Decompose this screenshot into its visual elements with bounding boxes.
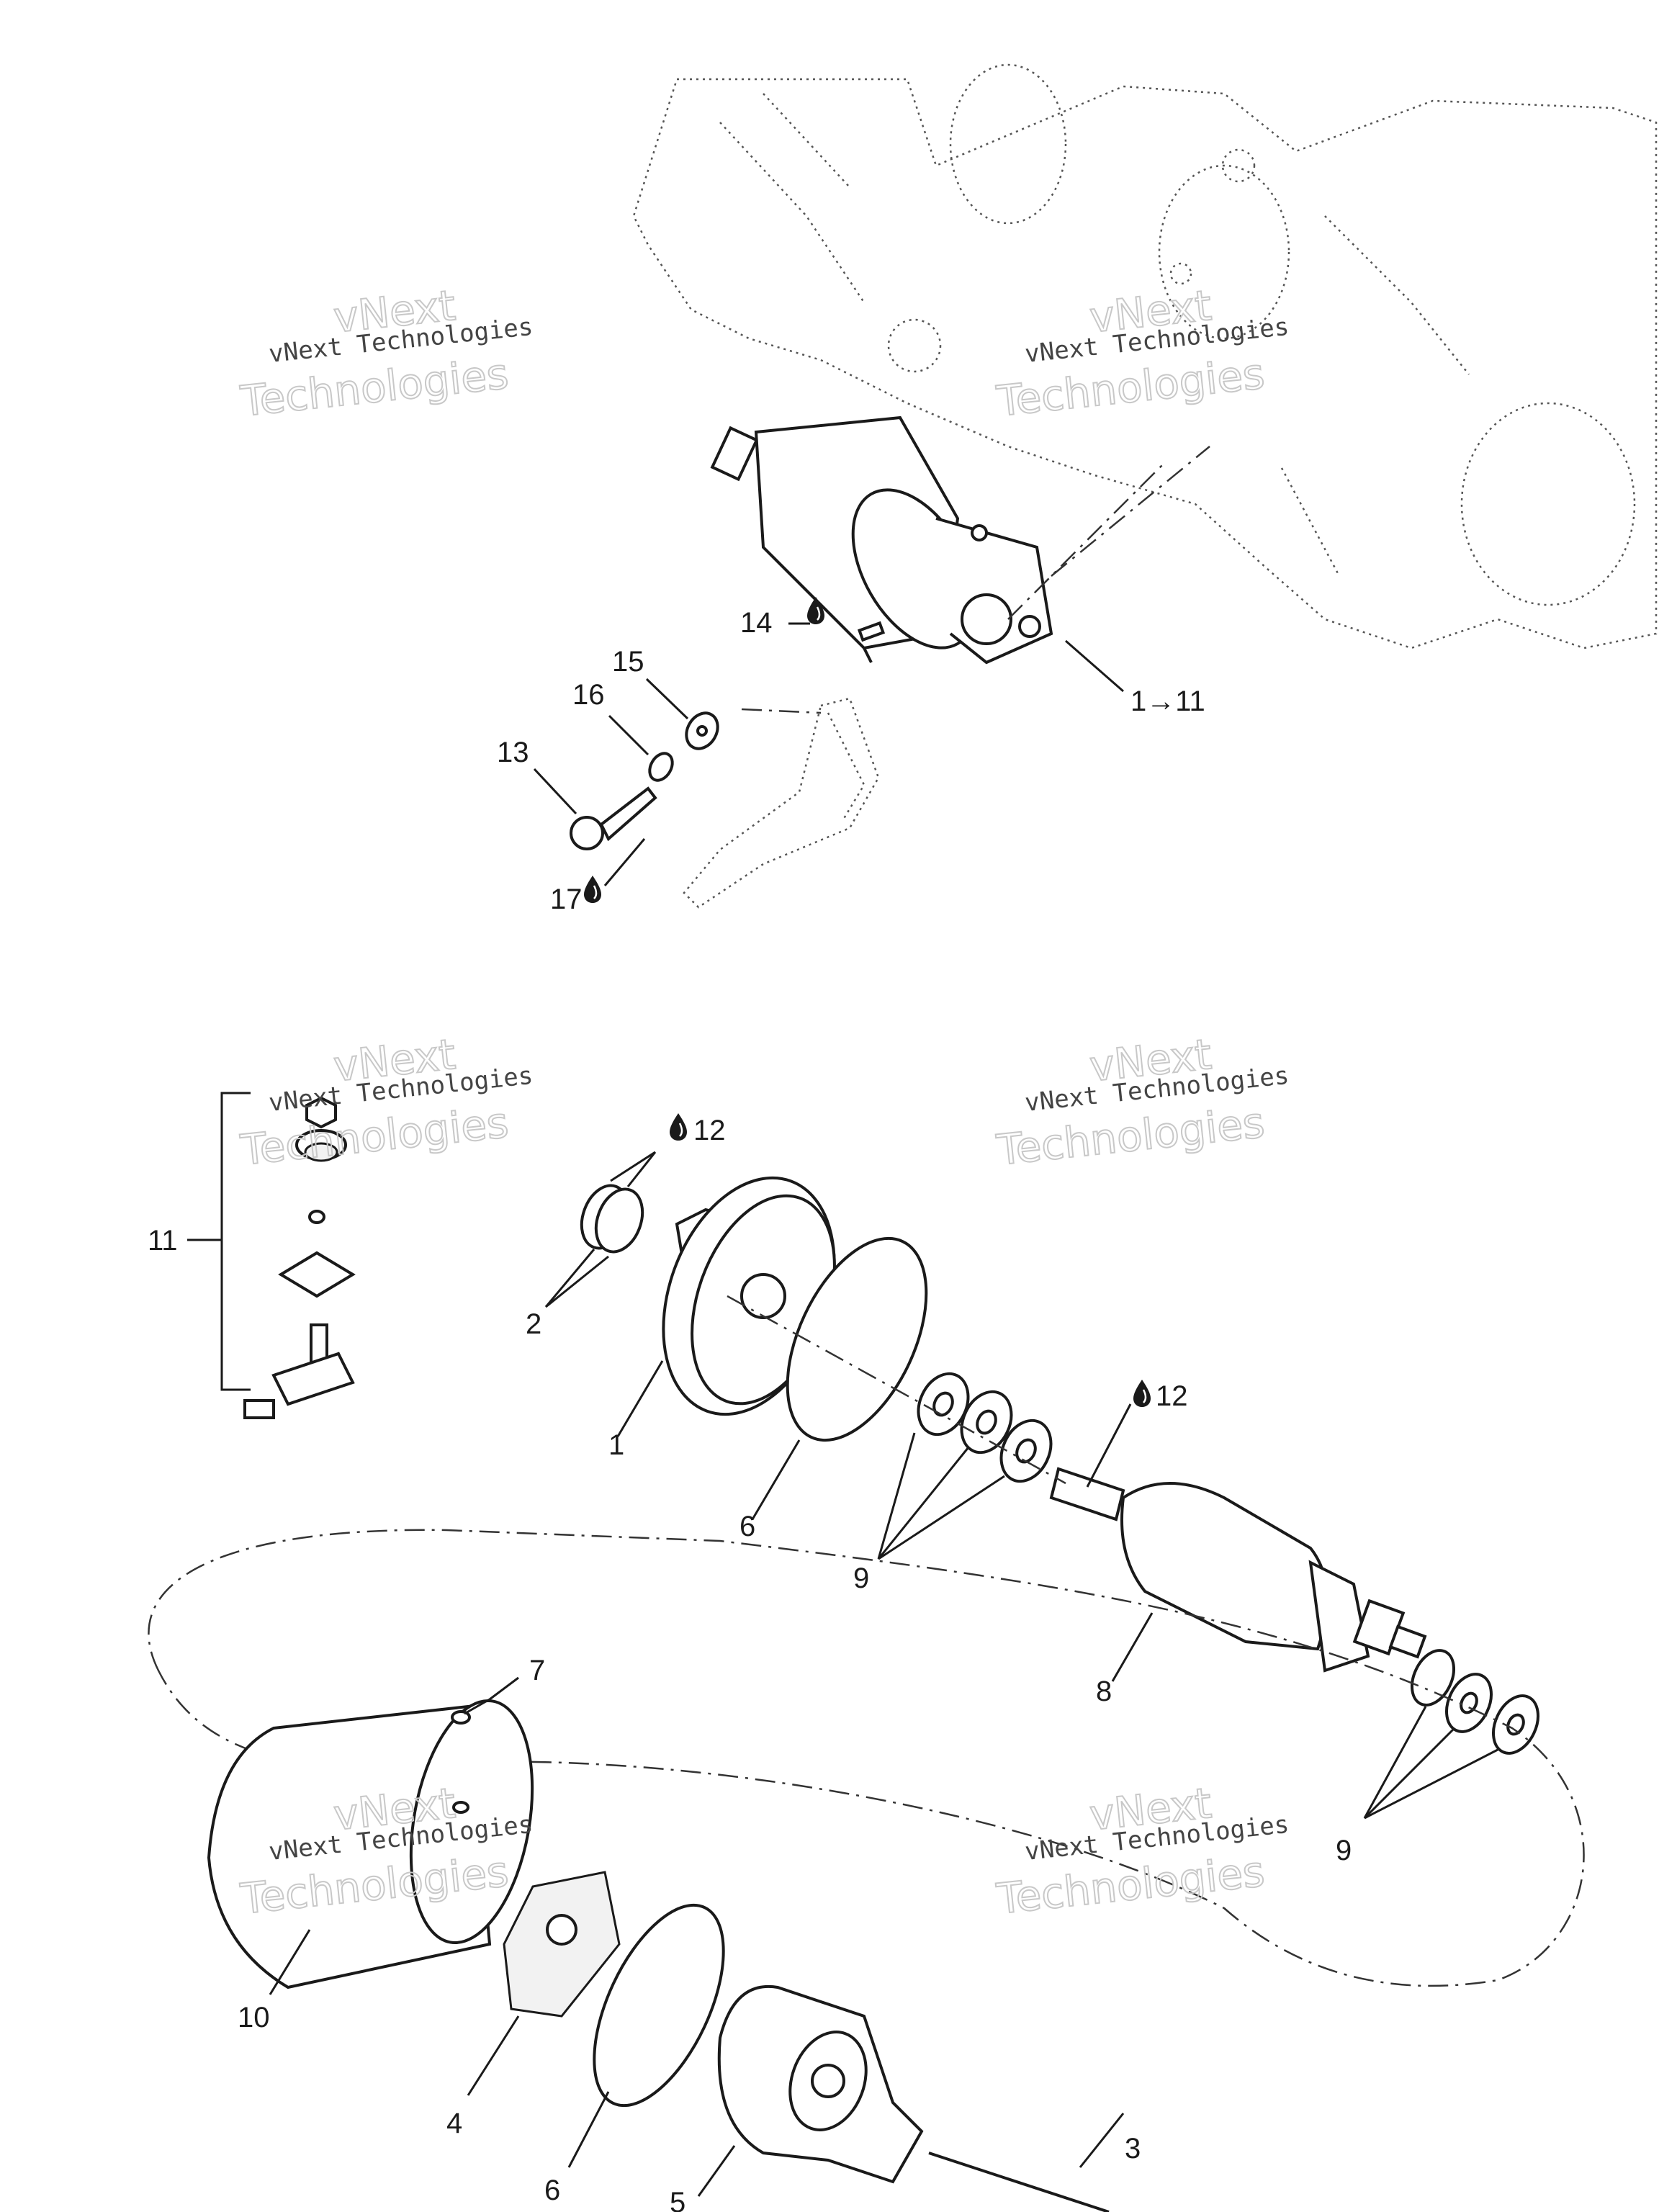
- callout-14: 14: [740, 607, 773, 639]
- armature-8: [1049, 1467, 1427, 1673]
- brush-holder-4: [503, 1871, 621, 2018]
- callout-4: 4: [446, 2108, 462, 2139]
- starter-motor-assembly: [710, 415, 1053, 665]
- watermark-top-right: vNext vNext Technologies Technologies: [994, 280, 1290, 427]
- watermark-top-left: vNext vNext Technologies Technologies: [238, 280, 534, 427]
- callout-1: 1: [608, 1429, 624, 1461]
- o-ring-6-upper: [786, 1236, 928, 1442]
- washer-16: [648, 752, 674, 782]
- callout-6-upper: 6: [739, 1511, 755, 1542]
- end-cap-5: [717, 1984, 924, 2184]
- through-bolt-3: [928, 2152, 1110, 2212]
- callout-9-upper: 9: [853, 1563, 869, 1594]
- callout-5: 5: [670, 2187, 685, 2212]
- callout-6-lower: 6: [544, 2175, 560, 2206]
- drop-icon: [584, 876, 601, 903]
- callout-13: 13: [497, 737, 529, 768]
- bolt-13: [570, 786, 657, 850]
- callout-9-lower: 9: [1336, 1835, 1352, 1866]
- callout-12-lower: 12: [1156, 1380, 1188, 1412]
- engine-block: [632, 63, 1658, 649]
- assembly-axes-upper: [741, 446, 1210, 714]
- watermark-mid-right: vNext vNext Technologies Technologies: [994, 1029, 1290, 1176]
- watermark-mid-left: vNext vNext Technologies Technologies: [238, 1029, 534, 1176]
- o-rings-2: [580, 1184, 644, 1254]
- callout-11: 11: [148, 1225, 178, 1256]
- solenoid-kit-11: [187, 1092, 356, 1419]
- callout-labels: 1→11 14 15 16 13 17 11 12 2 1 6 12 9 8 7…: [148, 607, 1352, 2212]
- callout-3: 3: [1125, 2133, 1141, 2164]
- yoke-housing-10: [207, 1699, 534, 1990]
- washers-9-lower: [1410, 1649, 1539, 1755]
- callout-12-upper: 12: [693, 1115, 726, 1146]
- drop-icon: [807, 597, 824, 624]
- callout-10: 10: [238, 2002, 270, 2033]
- callout-2: 2: [526, 1308, 541, 1340]
- drop-icon: [670, 1113, 687, 1141]
- callout-16: 16: [572, 679, 605, 711]
- mounting-bracket: [683, 697, 880, 909]
- callout-8: 8: [1096, 1676, 1112, 1707]
- watermark-low-right: vNext vNext Technologies Technologies: [994, 1778, 1290, 1925]
- callout-17: 17: [550, 884, 583, 915]
- drop-icon: [1133, 1380, 1151, 1407]
- washer-15: [685, 711, 719, 750]
- callout-15: 15: [612, 646, 644, 678]
- leader-lines: [269, 622, 1498, 2197]
- callout-7: 7: [529, 1655, 545, 1686]
- o-ring-6-lower: [593, 1903, 725, 2108]
- washers-9-upper: [917, 1372, 1053, 1483]
- callout-1-11: 1→11: [1130, 685, 1205, 717]
